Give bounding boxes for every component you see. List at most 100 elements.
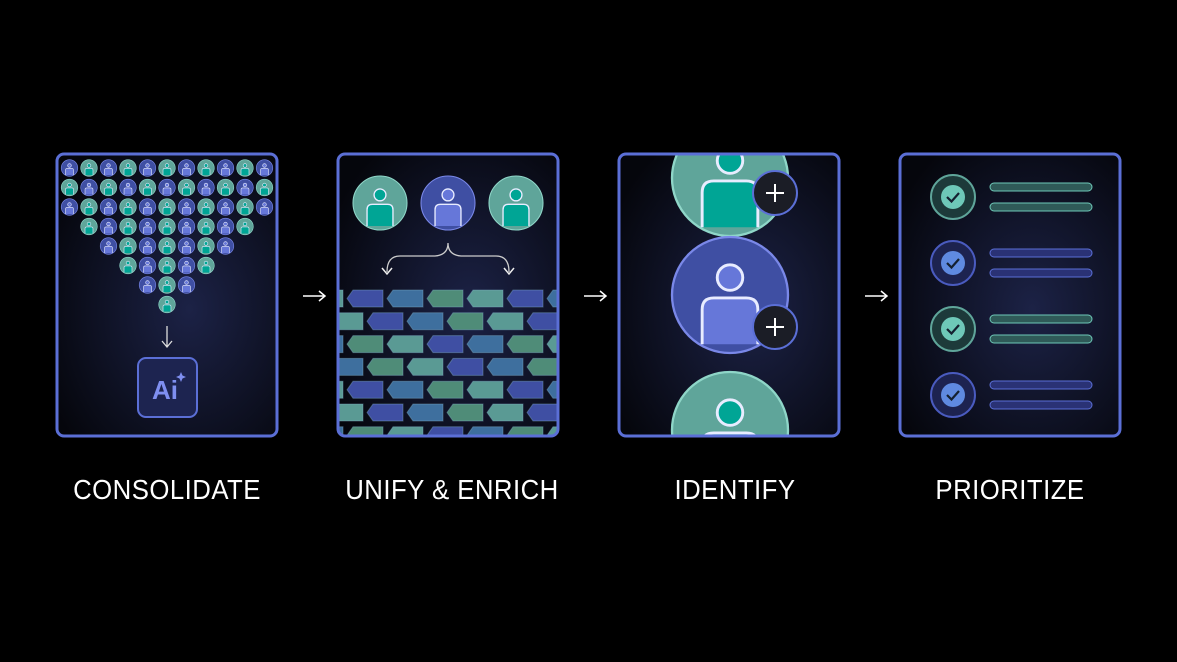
tag-shape (406, 357, 444, 376)
check-icon (946, 324, 960, 336)
tag-shape (346, 426, 384, 435)
avatar-head (106, 163, 111, 168)
avatar-body (143, 226, 152, 234)
avatar-head (145, 221, 150, 227)
avatar-body (182, 246, 191, 254)
avatar-head (184, 202, 189, 207)
avatar-head (86, 221, 92, 227)
avatar-body (143, 187, 152, 195)
ai-badge (137, 357, 198, 418)
tag-shape (546, 289, 557, 308)
person-icon-teal (197, 237, 215, 255)
avatar-head (509, 188, 523, 202)
avatar-head (106, 221, 111, 227)
step-label-unify-enrich: UNIFY & ENRICH (345, 474, 559, 505)
avatar-head (125, 241, 131, 246)
person-icon-teal (352, 175, 408, 231)
avatar-body (84, 187, 94, 195)
avatar-body (221, 207, 230, 215)
panel-border (617, 152, 841, 438)
avatar-head (67, 202, 72, 207)
avatar-head (242, 163, 248, 168)
avatar-body (240, 168, 250, 176)
person-icon-blue (138, 159, 157, 177)
avatar-head (106, 241, 111, 246)
avatar-head (86, 163, 92, 168)
tag-shape (386, 380, 424, 399)
avatar-body (84, 207, 94, 215)
avatar-head (184, 241, 189, 246)
avatar-body (182, 265, 191, 273)
avatar-head (125, 163, 131, 168)
text-line-placeholder (989, 400, 1093, 410)
person-icon-blue (177, 237, 196, 255)
tag-shape (466, 289, 504, 308)
avatar-body (201, 226, 211, 234)
avatar-head (184, 260, 189, 266)
panel-profile-tags (287, 155, 557, 435)
avatar-body (366, 203, 394, 226)
person-icon-teal (488, 175, 544, 231)
person-icon-blue (119, 178, 137, 197)
arrow-right-icon (865, 290, 889, 302)
avatar-body (221, 187, 230, 195)
avatar-head (164, 221, 170, 227)
person-icon-blue (216, 217, 235, 236)
avatar-body (162, 187, 172, 195)
tag-shape (287, 313, 323, 330)
person-icon-teal (197, 198, 215, 216)
avatar-body (162, 246, 172, 254)
avatar-head (242, 202, 248, 207)
avatar-body (162, 285, 172, 293)
person-icon-teal (670, 370, 790, 435)
avatar-body (104, 226, 113, 234)
arrow-right-icon (584, 290, 608, 302)
tag-shape (486, 312, 524, 331)
tag-shape (426, 335, 464, 354)
avatar-head (164, 299, 170, 305)
tag-shape (406, 312, 444, 331)
avatar-body (104, 246, 113, 254)
avatar-body (84, 226, 94, 234)
person-icon-teal (158, 237, 176, 255)
bracket-connector (386, 242, 510, 273)
avatar-head (145, 280, 150, 285)
person-icon-blue (99, 217, 118, 236)
avatar-body (182, 285, 191, 293)
checklist-item (930, 240, 1093, 286)
avatar-body (65, 207, 74, 215)
person-icon-blue (60, 159, 79, 177)
person-icon-blue (138, 217, 157, 236)
avatar-body (201, 207, 211, 215)
avatar-head (164, 260, 170, 266)
tag-shape (466, 380, 504, 399)
avatar-body (260, 168, 269, 176)
check-circle-inner (941, 251, 965, 275)
avatar-body (502, 203, 530, 226)
avatar-body (143, 285, 152, 293)
avatar-body (182, 207, 191, 215)
person-icon-teal (119, 237, 137, 255)
tag-shape (366, 357, 404, 376)
avatar-body (162, 168, 172, 176)
text-line-placeholder (989, 314, 1093, 324)
person-icon-blue (99, 159, 118, 177)
person-icon-teal (119, 159, 137, 177)
panel-people-funnel: Ai (58, 155, 276, 435)
check-icon (946, 390, 960, 402)
person-icon-teal (236, 198, 254, 216)
tag-shape (446, 312, 484, 331)
avatar-body (201, 187, 211, 195)
tag-shape (506, 426, 544, 435)
step-label-consolidate: CONSOLIDATE (73, 474, 261, 505)
person-icon-teal (119, 198, 137, 216)
avatar-head (164, 241, 170, 246)
panel-border (336, 152, 560, 438)
avatar-body (182, 168, 191, 176)
avatar-body (65, 187, 74, 195)
avatar-head (164, 280, 170, 285)
avatar-head (125, 260, 131, 266)
avatar-body (123, 265, 133, 273)
avatar-head (184, 163, 189, 168)
avatar-head (164, 202, 170, 207)
